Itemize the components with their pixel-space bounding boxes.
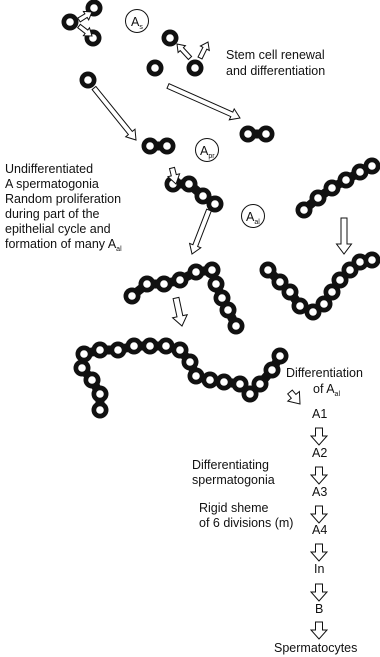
spermatogonium-cell bbox=[260, 262, 277, 279]
spermatocytes-label: Spermatocytes bbox=[274, 641, 357, 655]
spermatogonium-cell bbox=[258, 126, 275, 143]
stage-label: B bbox=[315, 602, 323, 616]
spermatogonium-cell bbox=[162, 30, 179, 47]
stage-label: A3 bbox=[312, 485, 327, 499]
label-Apr: Apr bbox=[196, 139, 219, 162]
spermatogonium-cell bbox=[181, 176, 198, 193]
spermatogonium-cell bbox=[282, 284, 299, 301]
spermatogonium-cell bbox=[92, 342, 109, 359]
spermatogonium-cell bbox=[240, 126, 257, 143]
arrow-icon bbox=[311, 622, 327, 639]
arrow-icon bbox=[78, 11, 92, 22]
undifferentiated-text: Undifferentiated A spermatogonia Random … bbox=[5, 162, 125, 253]
spermatogonium-cell bbox=[126, 338, 143, 355]
arrow-icon bbox=[311, 506, 327, 523]
spermatogonium-cell bbox=[80, 72, 97, 89]
spermatogonium-cell bbox=[364, 252, 380, 269]
spermatogonium-cell bbox=[142, 338, 159, 355]
spermatogonium-cell bbox=[220, 302, 237, 319]
differentiating-spermatogonia-text: Differentiating spermatogonia bbox=[192, 458, 275, 487]
stage-label: A1 bbox=[312, 407, 327, 421]
spermatogonium-cell bbox=[364, 158, 380, 175]
spermatogonium-cell bbox=[187, 60, 204, 77]
spermatogonium-cell bbox=[159, 138, 176, 155]
spermatogonium-cell bbox=[76, 346, 93, 363]
spermatogonium-cell bbox=[142, 138, 159, 155]
arrow-icon bbox=[78, 24, 92, 36]
stage-label: A4 bbox=[312, 523, 327, 537]
spermatogonium-cell bbox=[188, 264, 205, 281]
spermatogonium-cell bbox=[216, 374, 233, 391]
label-Aal: Aal bbox=[242, 205, 265, 228]
arrow-icon bbox=[198, 42, 209, 59]
spermatogonium-cell bbox=[252, 376, 269, 393]
arrow-icon bbox=[337, 218, 352, 254]
arrow-icon bbox=[311, 467, 327, 484]
stem-renewal-text: Stem cell renewal and differentiation bbox=[226, 48, 328, 78]
arrow-icon bbox=[167, 84, 240, 120]
arrow-icon bbox=[190, 209, 212, 254]
arrow-icon bbox=[311, 428, 327, 445]
arrow-icon bbox=[311, 584, 327, 601]
rigid-scheme-text: Rigid sheme of 6 divisions (m) bbox=[199, 501, 293, 530]
spermatogonium-cell bbox=[124, 288, 141, 305]
arrow-icon bbox=[311, 544, 327, 561]
spermatogonium-cell bbox=[139, 276, 156, 293]
arrow-icon bbox=[173, 297, 188, 326]
spermatogonium-cell bbox=[156, 276, 173, 293]
arrows bbox=[78, 11, 352, 639]
arrow-icon bbox=[288, 390, 300, 404]
spermatogonium-cell bbox=[228, 318, 245, 335]
spermatogonium-cell bbox=[62, 14, 79, 31]
spermatogonium-cell bbox=[147, 60, 164, 77]
arrow-icon bbox=[92, 86, 136, 140]
spermatogonium-cell bbox=[310, 190, 327, 207]
spermatogonium-cell bbox=[296, 202, 313, 219]
stage-label: In bbox=[314, 562, 324, 576]
arrow-icon bbox=[177, 44, 192, 60]
label-As: As bbox=[126, 10, 149, 33]
cells bbox=[62, 0, 380, 419]
spermatogonium-cell bbox=[272, 348, 289, 365]
spermatogonium-cell bbox=[110, 342, 127, 359]
spermatogonium-cell bbox=[92, 402, 109, 419]
spermatogonium-cell bbox=[172, 272, 189, 289]
stage-label: A2 bbox=[312, 446, 327, 460]
